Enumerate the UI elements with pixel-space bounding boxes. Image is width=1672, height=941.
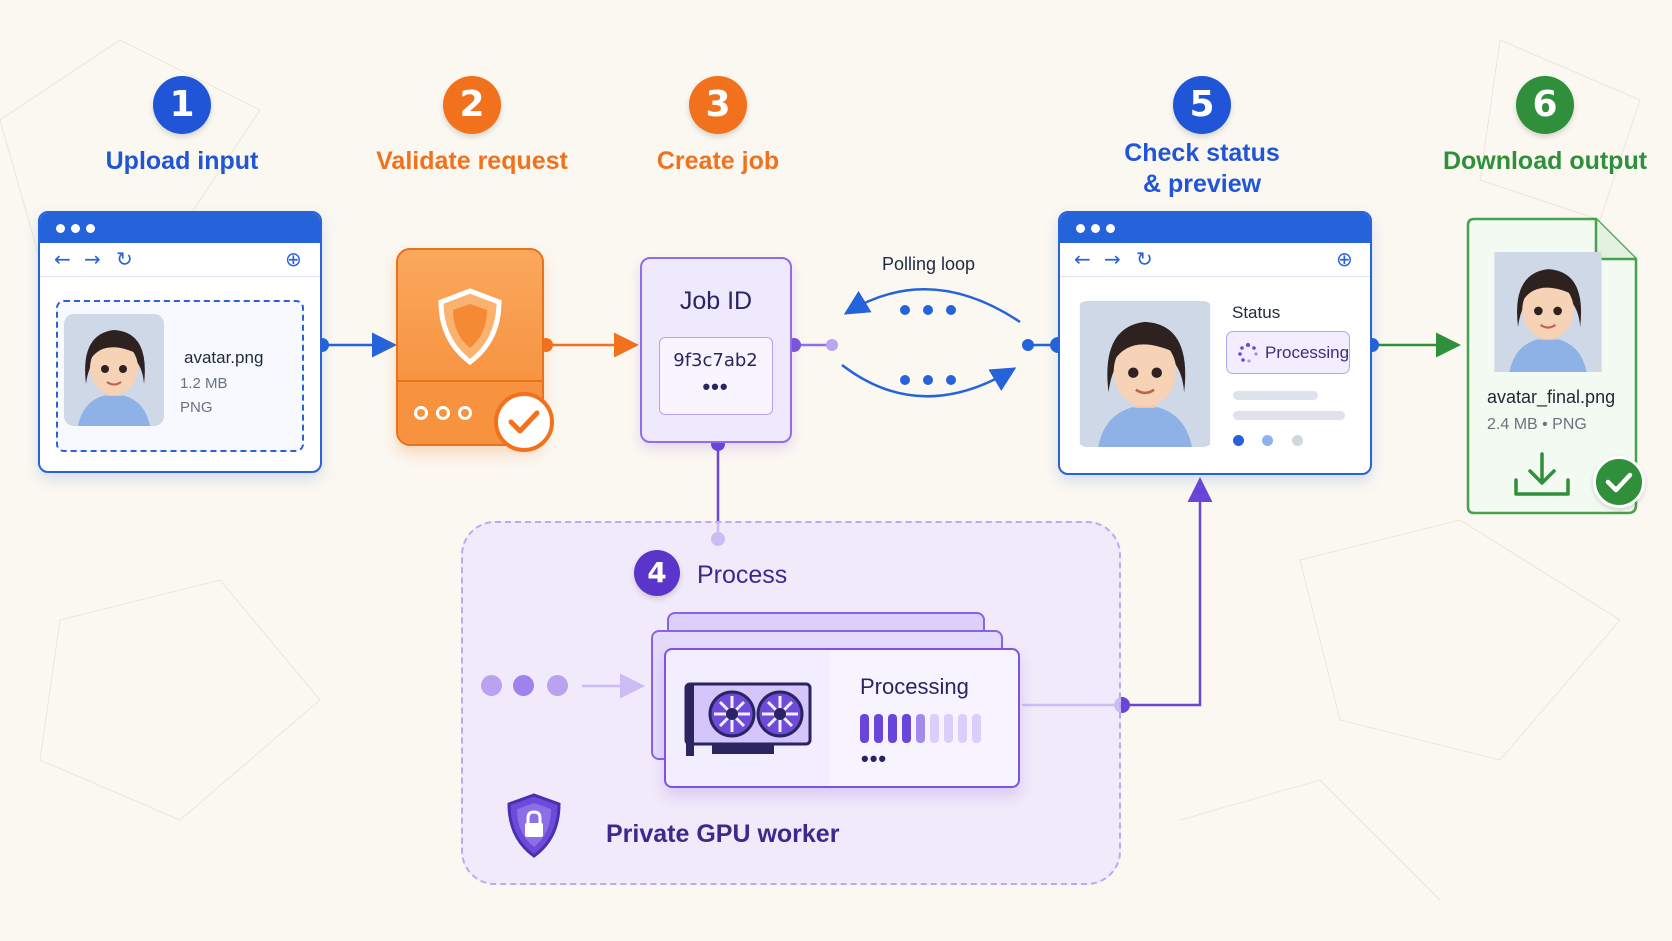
progress-segment (944, 714, 953, 743)
job-title: Job ID (679, 287, 753, 315)
progress-segment (930, 714, 939, 743)
upload-file-name: avatar.png (184, 348, 264, 367)
progress-segment (902, 714, 911, 743)
browser-toolbar: ← → ↻ ⊕ (40, 243, 320, 277)
placeholder-line (1233, 411, 1345, 420)
browser-title-bar (1060, 213, 1370, 243)
placeholder-line (1233, 391, 1318, 400)
browser-title-bar (40, 213, 320, 243)
step-6-badge: 6 (1516, 76, 1574, 134)
progress-bar (860, 714, 990, 746)
step-2-title: Validate request (376, 147, 568, 175)
globe-icon[interactable]: ⊕ (285, 247, 302, 271)
polling-loop-label: Polling loop (882, 254, 976, 274)
step-3-title: Create job (656, 147, 780, 175)
globe-icon[interactable]: ⊕ (1336, 247, 1353, 271)
step-5-badge: 5 (1173, 76, 1231, 134)
download-file-name: avatar_final.png (1487, 387, 1616, 407)
pagination-dot[interactable] (1262, 435, 1273, 446)
step-1-badge: 1 (153, 76, 211, 134)
status-badge: Processing (1226, 331, 1350, 374)
step-2-badge: 2 (443, 76, 501, 134)
step-5-title: Check status & preview (1102, 138, 1302, 200)
pagination-dot[interactable] (1233, 435, 1244, 446)
step-6-title: Download output (1442, 147, 1648, 175)
step-5-title-line2: & preview (1142, 170, 1262, 198)
shield-icon (438, 288, 502, 366)
reload-icon[interactable]: ↻ (1136, 247, 1153, 271)
progress-segment (888, 714, 897, 743)
spinner-icon (1238, 343, 1258, 363)
polling-arc-bottom (841, 364, 1017, 398)
reload-icon[interactable]: ↻ (116, 247, 133, 271)
progress-segment (860, 714, 869, 743)
back-arrow-icon[interactable]: ← (54, 247, 71, 271)
step-4-title: Process (697, 561, 788, 589)
queue-dot (547, 675, 568, 696)
gpu-processing-label: Processing (860, 674, 969, 699)
more-dots: ••• (861, 746, 888, 771)
upload-file-type: PNG (180, 399, 213, 416)
progress-segment (972, 714, 981, 743)
pagination-dot[interactable] (1292, 435, 1303, 446)
step-3-badge: 3 (689, 76, 747, 134)
download-icon[interactable] (1510, 450, 1574, 500)
step-5-title-line1: Check status (1124, 139, 1280, 167)
status-label: Status (1232, 303, 1281, 322)
gpu-icon (684, 682, 812, 756)
job-card: Job ID 9f3c7ab2 ••• (640, 257, 792, 443)
browser-toolbar: ← → ↻ ⊕ (1060, 243, 1370, 277)
progress-segment (958, 714, 967, 743)
step-4-badge: 4 (634, 550, 680, 596)
polling-arc-top (843, 288, 1021, 324)
avatar-image-output (1494, 252, 1602, 372)
job-more-dots: ••• (702, 374, 729, 399)
lock-shield-icon (507, 793, 561, 858)
avatar-image-preview (1079, 301, 1211, 447)
forward-arrow-icon[interactable]: → (1104, 247, 1121, 271)
queue-dot (513, 675, 534, 696)
upload-file-size: 1.2 MB (180, 375, 228, 392)
progress-segment (874, 714, 883, 743)
queue-dot (481, 675, 502, 696)
status-value: Processing (1265, 343, 1350, 362)
download-file-meta: 2.4 MB • PNG (1487, 416, 1587, 433)
private-gpu-worker-title: Private GPU worker (606, 820, 840, 848)
step-1-title: Upload input (105, 147, 259, 175)
download-complete-check-icon (1593, 456, 1645, 508)
avatar-image-input (64, 314, 164, 426)
job-id-box[interactable]: 9f3c7ab2 ••• (659, 337, 773, 415)
gpu-processing-card: Processing ••• (664, 648, 1020, 788)
job-id-value: 9f3c7ab2 (673, 350, 758, 371)
back-arrow-icon[interactable]: ← (1074, 247, 1091, 271)
progress-segment (916, 714, 925, 743)
forward-arrow-icon[interactable]: → (84, 247, 101, 271)
validation-check-icon (494, 392, 554, 452)
